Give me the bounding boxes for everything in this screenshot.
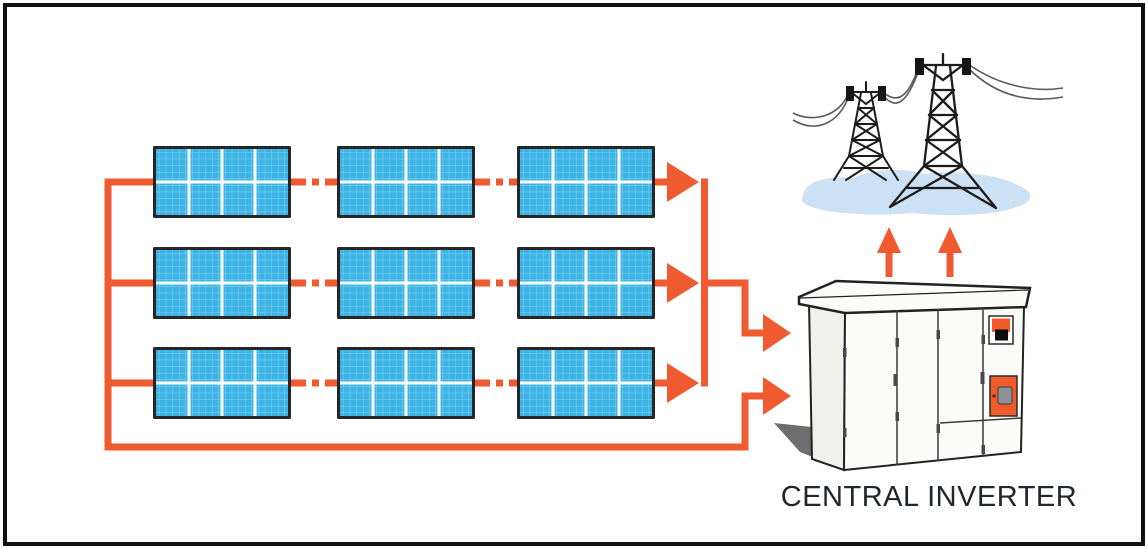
display-screen bbox=[995, 329, 1008, 341]
wire-left-1 bbox=[792, 95, 850, 127]
solar-panel-r3c2 bbox=[337, 347, 475, 419]
inverter-control-panel bbox=[989, 375, 1018, 417]
wire-left-2 bbox=[792, 91, 850, 119]
dc-wiring bbox=[104, 178, 764, 451]
solar-panel-r1c2 bbox=[337, 146, 475, 218]
string-links bbox=[291, 178, 517, 387]
power-lines bbox=[792, 63, 1064, 127]
ac-arrow1-stem bbox=[885, 253, 893, 277]
dc-feed-wire bbox=[701, 279, 763, 337]
central-inverter-cabinet bbox=[774, 279, 1032, 472]
row3-arrow-icon bbox=[667, 363, 699, 403]
solar-panel-r2c2 bbox=[337, 247, 475, 319]
hinge-icon bbox=[981, 445, 985, 454]
control-door-knob-icon bbox=[992, 394, 996, 398]
ac-arrow2-head-icon bbox=[938, 227, 962, 253]
solar-panel-r2c1 bbox=[153, 247, 291, 319]
wire-mid-1 bbox=[882, 69, 920, 104]
hinge-icon bbox=[936, 424, 940, 433]
transmission-tower-large-icon bbox=[888, 52, 998, 210]
display-orange-top bbox=[992, 318, 1010, 332]
hinge-icon bbox=[895, 338, 899, 347]
solar-panel-r1c1 bbox=[153, 146, 291, 218]
ac-arrow2-stem bbox=[946, 253, 954, 277]
solar-array bbox=[153, 146, 655, 419]
solar-panel-r3c1 bbox=[153, 347, 291, 419]
hinge-icon bbox=[981, 335, 985, 344]
wire-right-2 bbox=[967, 63, 1064, 91]
hinge-icon bbox=[843, 348, 847, 357]
wire-right-1 bbox=[967, 67, 1064, 100]
roof-crease-line bbox=[799, 289, 1029, 299]
dc-arrowheads bbox=[667, 162, 791, 415]
utility-grid bbox=[792, 52, 1064, 277]
solar-panel-r2c3 bbox=[517, 247, 655, 319]
hinge-icon bbox=[895, 412, 899, 421]
control-panel-button bbox=[997, 386, 1013, 405]
transmission-tower-small-icon bbox=[833, 81, 899, 181]
cabinet-roof bbox=[797, 279, 1032, 315]
dc-feed-arrow-icon bbox=[763, 314, 791, 352]
hinges-and-handles bbox=[843, 330, 985, 454]
cabinet-side-face bbox=[807, 301, 847, 472]
left-return-bus-wire bbox=[104, 178, 764, 451]
hinge-icon bbox=[936, 330, 940, 339]
door-handle-icon bbox=[980, 372, 985, 384]
door-handle-icon bbox=[893, 374, 898, 386]
return-feed-arrow-icon bbox=[763, 377, 791, 415]
row1-arrow-icon bbox=[667, 162, 699, 202]
solar-panel-r3c3 bbox=[517, 347, 655, 419]
ac-arrow1-head-icon bbox=[877, 227, 901, 253]
solar-panel-r1c3 bbox=[517, 146, 655, 218]
central-inverter-label: CENTRAL INVERTER bbox=[781, 481, 1077, 513]
outer-border bbox=[3, 3, 1145, 546]
ac-output-arrows bbox=[877, 227, 962, 277]
lower-panel-seam bbox=[939, 417, 1022, 424]
inverter-display-unit bbox=[988, 315, 1014, 345]
hinge-icon bbox=[843, 428, 847, 437]
row2-arrow-icon bbox=[667, 263, 699, 303]
